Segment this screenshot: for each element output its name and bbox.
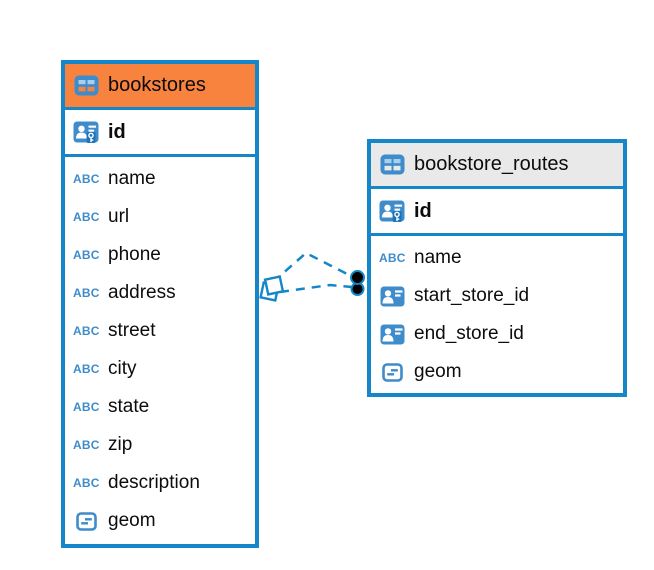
geometry-type-icon [73,511,99,531]
relation-diamond-marker-front [263,275,285,296]
column-row-geom[interactable]: geom [371,353,623,391]
column-row-end-store-id[interactable]: end_store_id [371,315,623,353]
column-name: description [108,472,200,493]
text-type-icon: ABC [73,210,100,224]
relation-line-2[interactable] [279,283,353,294]
table-icon [73,75,99,96]
column-name: name [108,168,156,189]
columns-list: ABC name start_store_id [371,236,623,394]
column-row-state[interactable]: ABC state [65,388,255,426]
column-name: id [414,199,432,222]
column-row-city[interactable]: ABC city [65,350,255,388]
relation-dot-marker-upper [350,270,365,285]
column-name: name [414,247,462,268]
text-type-icon: ABC [73,324,100,338]
column-name: id [108,120,126,143]
column-row-id[interactable]: id [371,189,623,236]
entity-title: bookstore_routes [414,153,569,175]
text-type-icon: ABC [73,400,100,414]
column-row-address[interactable]: ABC address [65,274,255,312]
column-row-id[interactable]: id [65,110,255,157]
column-name: street [108,320,156,341]
column-row-name[interactable]: ABC name [371,239,623,277]
column-name: start_store_id [414,285,530,306]
entity-bookstores-header[interactable]: bookstores [65,64,255,110]
relation-diamond-marker-back [259,281,280,302]
column-name: state [108,396,150,417]
column-row-zip[interactable]: ABC zip [65,426,255,464]
column-row-start-store-id[interactable]: start_store_id [371,277,623,315]
relation-line-1[interactable] [272,251,352,283]
text-type-icon: ABC [73,438,100,452]
column-row-url[interactable]: ABC url [65,198,255,236]
text-type-icon: ABC [73,476,100,490]
entity-bookstore-routes-header[interactable]: bookstore_routes [371,143,623,189]
column-name: city [108,358,137,379]
entity-bookstore-routes[interactable]: bookstore_routes id ABC [367,139,627,397]
column-name: address [108,282,176,303]
entity-title: bookstores [108,74,206,96]
column-name: geom [414,361,462,382]
entity-bookstores[interactable]: bookstores id ABC [61,60,259,548]
relation-dot-marker-lower [350,282,365,296]
column-name: geom [108,510,156,531]
column-name: zip [108,434,133,455]
column-row-description[interactable]: ABC description [65,464,255,502]
text-type-icon: ABC [73,172,100,186]
geometry-type-icon [379,362,405,382]
foreign-key-icon [379,324,405,345]
text-type-icon: ABC [73,362,100,376]
text-type-icon: ABC [73,248,100,262]
primary-key-icon [73,121,99,143]
column-row-street[interactable]: ABC street [65,312,255,350]
column-name: url [108,206,130,227]
column-row-geom[interactable]: geom [65,502,255,540]
column-name: phone [108,244,161,265]
column-name: end_store_id [414,323,524,344]
column-row-name[interactable]: ABC name [65,160,255,198]
table-icon [379,154,405,175]
text-type-icon: ABC [73,286,100,300]
foreign-key-icon [379,286,405,307]
primary-key-icon [379,200,405,222]
columns-list: ABC name ABC url ABC phone ABC address A… [65,157,255,543]
text-type-icon: ABC [379,251,406,265]
column-row-phone[interactable]: ABC phone [65,236,255,274]
